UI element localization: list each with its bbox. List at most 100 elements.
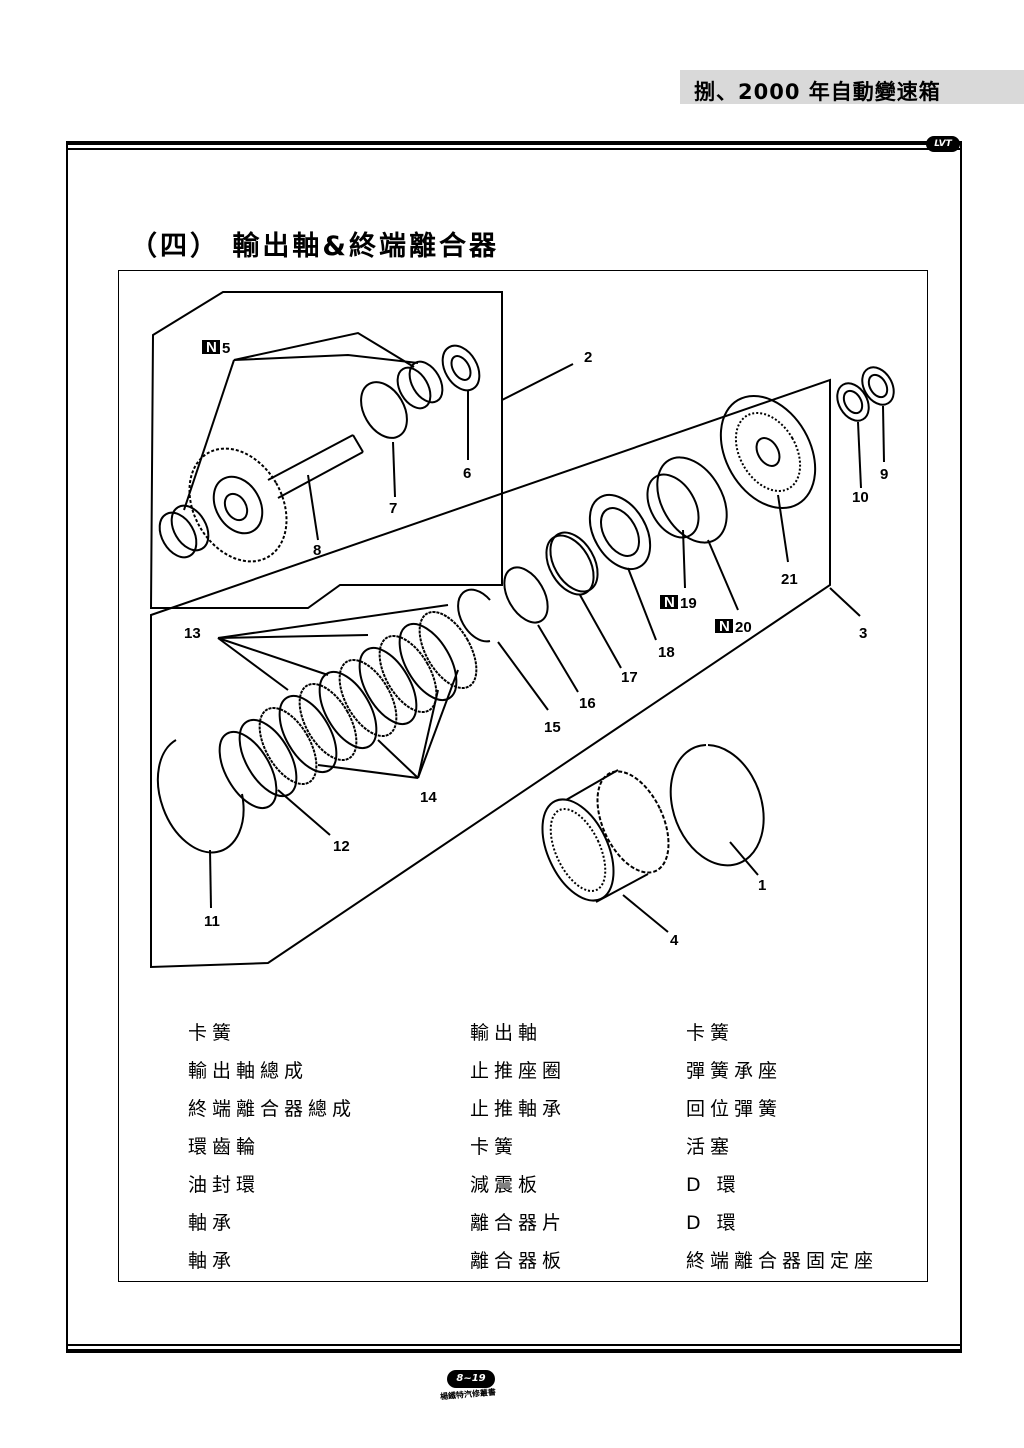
callout-4: 4 [670,932,679,949]
svg-text:N: N [206,339,217,356]
leader-20 [707,539,739,611]
callout-18: 18 [658,644,675,661]
legend-item: 終端離合器固定座 [686,1250,879,1272]
leader-18 [627,567,657,641]
clutch-plate-stack [238,611,478,797]
callout-15: 15 [544,719,561,736]
callout-16: 16 [579,695,596,712]
chapter-title: 捌、2000 年自動變速箱 [694,80,941,104]
section-title: （四） 輸出軸&終端離合器 [130,231,499,262]
callout-19: 19 [680,595,697,612]
leader-10 [857,421,862,489]
legend-item: 彈簧承座 [686,1060,783,1082]
damper-plate-12 [218,731,278,809]
d-ring-19 [646,473,700,539]
thrust-washer-7 [360,381,408,439]
legend-item: 輸出軸總成 [188,1060,309,1082]
leader-11 [209,849,212,909]
leader-14 [317,764,419,779]
legend-row: 軸承 離合器片 D 環 [188,1208,928,1238]
new-part-marker-19 [660,595,678,609]
leader-5b [233,331,415,368]
callout-13: 13 [184,625,201,642]
page-frame [66,142,962,1352]
legend-item: 油封環 [188,1174,261,1196]
callout-17: 17 [621,669,638,686]
leader-3 [829,587,861,617]
leader-1 [729,841,759,876]
leader-15 [497,641,549,711]
piston-18 [588,494,652,570]
leader-17 [579,594,622,669]
leader-19 [682,529,686,589]
spring-retainer-16 [503,566,549,624]
legend-item: 活塞 [686,1136,735,1158]
seal-ring-5b [170,504,210,552]
snap-ring-15 [457,588,491,643]
top-rule [66,141,962,145]
chapter-tab [680,70,1024,104]
leader-5 [183,359,235,511]
page-number: 8~19 [447,1370,495,1388]
legend-item: 軸承 [188,1212,237,1234]
bearing-6 [441,344,481,392]
leader-2 [501,363,574,401]
callout-14: 14 [420,789,437,806]
legend-item: 卡簧 [686,1022,735,1044]
legend-item: 離合器板 [470,1250,567,1272]
clutch-retainer-21 [719,394,817,510]
leader-4 [622,894,669,933]
leader-13 [217,637,289,691]
content-box [118,270,928,1282]
legend-item: 輸出軸 [470,1022,543,1044]
callout-2: 2 [584,349,592,366]
callout-9: 9 [880,466,888,483]
svg-text:N: N [719,618,730,635]
publisher-mark: 楊鐵特汽修叢書 [439,1387,497,1402]
seal-ring-5c [396,366,432,410]
leader-5c [233,353,419,364]
shim-10 [836,382,870,422]
snap-ring-11 [156,739,245,854]
callout-7: 7 [389,500,397,517]
legend-item: 軸承 [188,1250,237,1272]
legend-item: 終端離合器總成 [188,1098,357,1120]
legend-item: D 環 [686,1212,741,1234]
ring-gear-4 [541,769,670,903]
callout-20: 20 [735,619,752,636]
brand-logo: LVT [926,136,960,152]
callout-11: 11 [204,913,220,930]
legend-item: 減震板 [470,1174,543,1196]
callout-5: 5 [222,340,230,357]
legend-row: 輸出軸總成 止推座圈 彈簧承座 [188,1056,928,1086]
d-ring-20 [656,456,728,544]
svg-text:N: N [664,594,675,611]
callout-1: 1 [758,877,766,894]
leader-9 [882,405,885,463]
bottom-rule [66,1349,962,1353]
callout-8: 8 [313,542,321,559]
callout-21: 21 [781,571,798,588]
legend-row: 軸承 離合器板 終端離合器固定座 [188,1246,928,1276]
leader-12 [277,789,331,836]
new-part-marker-5 [202,340,220,354]
callout-12: 12 [333,838,350,855]
legend-row: 環齒輪 卡簧 活塞 [188,1132,928,1162]
legend-item: 離合器片 [470,1212,567,1234]
snap-ring-1 [669,744,765,867]
legend-row: 卡簧 輸出軸 卡簧 [188,1018,928,1048]
legend-item: D 環 [686,1174,741,1196]
legend-item: 回位彈簧 [686,1098,783,1120]
leader-16 [537,624,579,693]
callout-3: 3 [859,625,867,642]
exploded-view-diagram: N 5 2 6 7 8 9 10 21 N 19 N 20 3 13 18 17… [149,291,895,969]
output-shaft-group-outline [149,291,503,609]
legend-item: 止推座圈 [470,1060,567,1082]
legend-item: 卡簧 [470,1136,519,1158]
bottom-rule-thin [66,1344,962,1346]
leader-7 [392,441,396,498]
legend-row: 油封環 減震板 D 環 [188,1170,928,1200]
callout-10: 10 [852,489,869,506]
legend-item: 止推軸承 [470,1098,567,1120]
legend-item: 卡簧 [188,1022,237,1044]
